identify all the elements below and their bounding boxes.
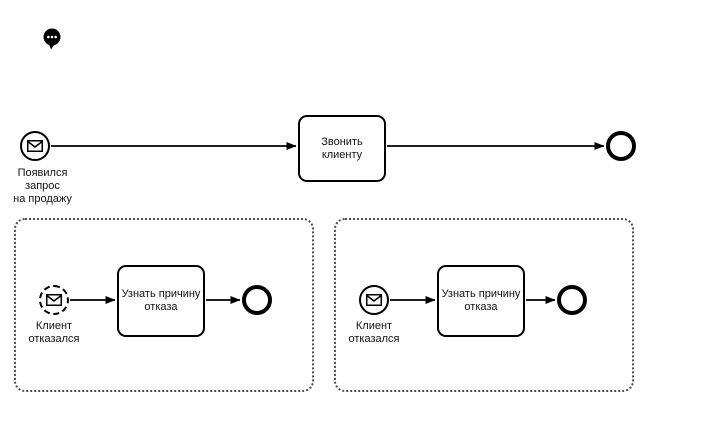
- end-event[interactable]: [557, 285, 587, 315]
- task-label: Узнать причину отказа: [441, 288, 521, 313]
- message-start-event-non-interrupting[interactable]: [39, 285, 69, 315]
- task-find-refusal-reason[interactable]: Узнать причину отказа: [117, 265, 205, 337]
- message-icon: [366, 294, 382, 306]
- comments-icon[interactable]: [42, 27, 62, 50]
- message-icon: [46, 294, 62, 306]
- task-call-client[interactable]: Звонить клиенту: [298, 115, 386, 182]
- message-start-event[interactable]: [20, 131, 50, 161]
- end-event[interactable]: [242, 285, 272, 315]
- start-event-label: Клиент отказался: [28, 320, 80, 345]
- task-find-refusal-reason[interactable]: Узнать причину отказа: [437, 265, 525, 337]
- message-icon: [27, 140, 43, 152]
- task-label: Узнать причину отказа: [121, 288, 201, 313]
- event-subprocess-left[interactable]: [14, 218, 314, 392]
- event-subprocess-right[interactable]: [334, 218, 634, 392]
- message-start-event-interrupting[interactable]: [359, 285, 389, 315]
- task-label: Звонить клиенту: [321, 135, 363, 161]
- start-event-label: Появился запрос на продажу: [13, 167, 72, 205]
- start-event-label: Клиент отказался: [348, 320, 400, 345]
- end-event[interactable]: [606, 131, 636, 161]
